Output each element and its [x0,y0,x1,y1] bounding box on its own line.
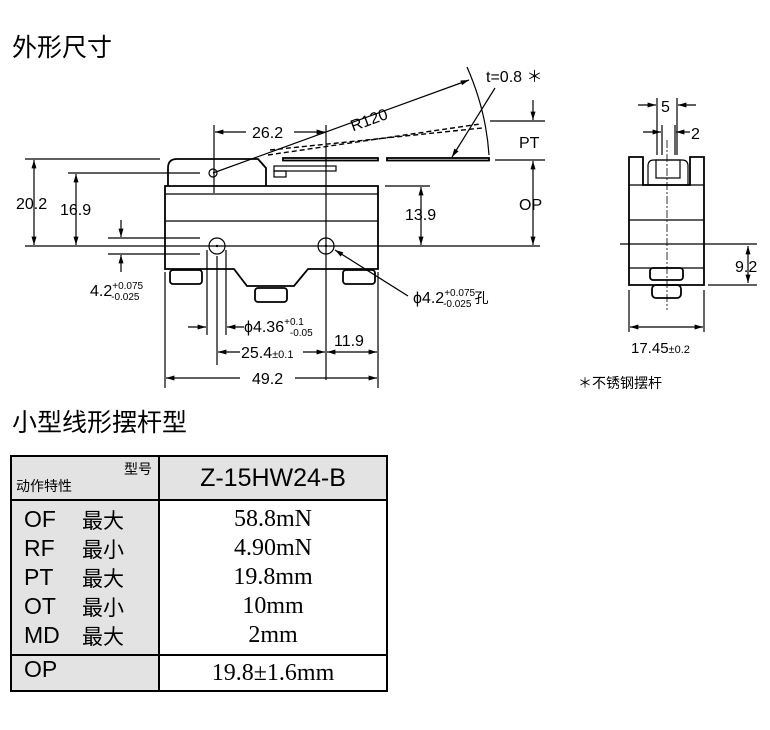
dim-2: 2 [691,126,700,143]
value: 19.8mm [233,564,313,590]
label-op: OP [519,197,542,214]
front-view: 26.2 R120 t=0.8 ＊ PT OP 20.2 16.9 13.9 4… [16,66,545,388]
dimension-drawing: 26.2 R120 t=0.8 ＊ PT OP 20.2 16.9 13.9 4… [16,66,757,392]
section-title: 外形尺寸 [12,33,113,62]
dim-26-2: 26.2 [252,125,283,142]
dim-20-2: 20.2 [16,196,47,213]
dim-11-9: 11.9 [334,333,364,350]
header-model-label: 型号 [124,462,152,478]
header-characteristics-label: 动作特性 [16,479,72,495]
label-pt: PT [519,135,540,152]
dim-17-45: 17.45±0.2 [631,340,690,357]
values-cell: 58.8mN 4.90mN 19.8mm 10mm 2mm [158,499,388,656]
dim-9-2: 9.2 [735,259,757,276]
dim-49-2: 49.2 [252,371,283,388]
lever-thickness: t=0.8 ＊ [486,69,542,86]
value: 4.90mN [234,535,312,561]
value: 2mm [248,622,298,648]
model-type-title: 小型线形摆杆型 [12,408,188,437]
dim-pin: ϕ4.36+0.1-0.05 [244,317,313,339]
op-value: 19.8±1.6mm [158,654,388,692]
dim-25-4: 25.4±0.1 [241,345,293,362]
dim-r120: R120 [348,106,390,135]
dim-13-9: 13.9 [405,207,436,224]
value: 10mm [242,593,304,619]
dim-16-9: 16.9 [60,202,91,219]
side-view: 5 2 9.2 17.45±0.2 ＊不锈钢摆杆 [578,98,757,392]
dim-5: 5 [661,99,670,116]
stainless-lever-note: ＊不锈钢摆杆 [578,376,662,392]
op-param-cell: OP [10,654,160,692]
dim-4-2: 4.2+0.075-0.025 [90,281,144,303]
value: 58.8mN [234,506,312,532]
model-number: Z-15HW24-B [158,455,388,501]
table-corner-header: 型号 动作特性 [10,455,160,501]
